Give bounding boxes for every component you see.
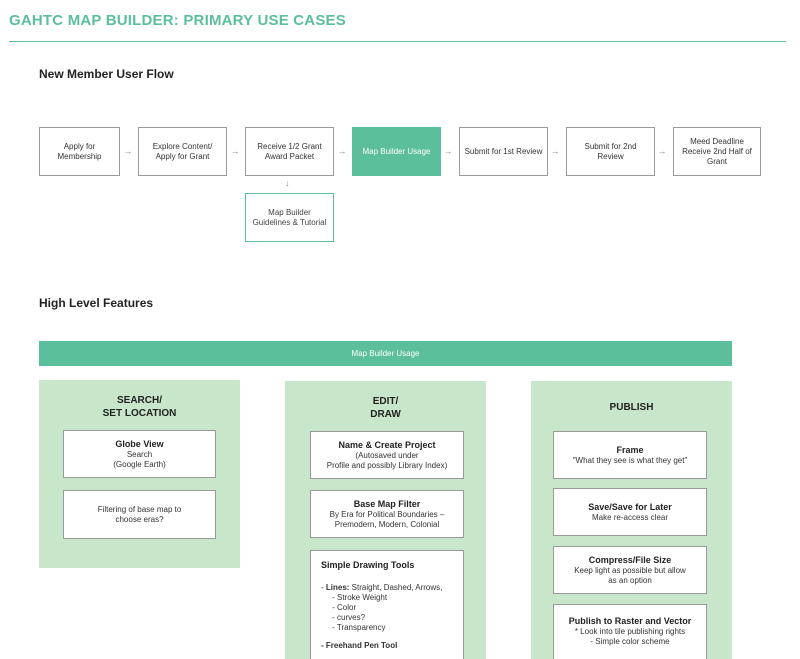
card-title: Globe View — [115, 439, 164, 449]
card-title: Simple Drawing Tools — [321, 560, 415, 570]
flow-step-receive-grant: Receive 1/2 Grant Award Packet — [245, 127, 334, 176]
card-line: - curves? — [321, 613, 366, 622]
card-line: - Lines: Straight, Dashed, Arrows, — [321, 583, 443, 592]
card-line: Make re-access clear — [591, 513, 669, 522]
card-line: Profile and possibly Library Index) — [326, 461, 448, 470]
card-base-map-filter: Base Map Filter By Era for Political Bou… — [310, 490, 464, 538]
card-line: as an option — [608, 576, 652, 585]
flow-step-explore-content: Explore Content/ Apply for Grant — [138, 127, 227, 176]
card-title: Compress/File Size — [588, 555, 672, 565]
flow-arrow: → — [443, 146, 453, 156]
card-line: Premodern, Modern, Colonial — [334, 520, 440, 529]
card-line: (Autosaved under — [355, 451, 419, 460]
flow-step-apply-membership: Apply for Membership — [39, 127, 120, 176]
flow-step-meet-deadline: Meed Deadline Receive 2nd Half of Grant — [673, 127, 761, 176]
card-line: By Era for Political Boundaries – — [329, 510, 445, 519]
card-line: Keep light as possible but allow — [574, 566, 686, 575]
card-title: Publish to Raster and Vector — [568, 616, 692, 626]
card-line: * Look into tile publishing rights — [574, 627, 686, 636]
card-line: Filtering of base map to — [97, 504, 182, 514]
card-publish-raster-vector: Publish to Raster and Vector * Look into… — [553, 604, 707, 659]
features-banner: Map Builder Usage — [39, 341, 732, 366]
card-line: - Simple color scheme — [590, 637, 670, 646]
card-line: - Stroke Weight — [321, 593, 388, 602]
flow-arrow: → — [337, 146, 347, 156]
card-line: - Freehand Pen Tool — [321, 641, 398, 650]
flow-arrow: → — [123, 146, 133, 156]
card-line: - Transparency — [321, 623, 386, 632]
card-title: Save/Save for Later — [588, 502, 672, 512]
card-frame: Frame "What they see is what they get" — [553, 431, 707, 479]
features-heading: High Level Features — [39, 296, 154, 310]
flow-step-submit-first-review: Submit for 1st Review — [459, 127, 548, 176]
card-title: Frame — [616, 445, 644, 455]
card-filter-base-map: Filtering of base map to choose eras? — [63, 490, 216, 539]
flow-arrow: → — [550, 146, 560, 156]
lines-keyword: Lines: — [325, 583, 350, 592]
card-name-create-project: Name & Create Project (Autosaved under P… — [310, 431, 464, 479]
panel-title: PUBLISH — [609, 402, 654, 413]
flow-step-submit-second-review: Submit for 2nd Review — [566, 127, 655, 176]
panel-title: SEARCH/ SET LOCATION — [102, 395, 177, 419]
card-title: Base Map Filter — [353, 499, 421, 509]
card-title: Name & Create Project — [338, 440, 436, 450]
card-line: choose eras? — [115, 514, 164, 524]
card-line: (Google Earth) — [113, 460, 166, 469]
card-globe-view: Globe View Search (Google Earth) — [63, 430, 216, 478]
card-compress-file-size: Compress/File Size Keep light as possibl… — [553, 546, 707, 594]
flow-arrow: → — [657, 146, 667, 156]
card-line: Search — [126, 450, 153, 459]
user-flow-heading: New Member User Flow — [39, 67, 174, 81]
panel-title: EDIT/ DRAW — [370, 396, 401, 420]
flow-arrow: → — [230, 146, 240, 156]
page-title: GAHTC MAP BUILDER: PRIMARY USE CASES — [9, 12, 346, 29]
card-save-for-later: Save/Save for Later Make re-access clear — [553, 488, 707, 536]
card-simple-drawing-tools: Simple Drawing Tools - Lines: Straight, … — [310, 550, 464, 659]
card-line: "What they see is what they get" — [572, 456, 688, 465]
flow-step-guidelines-tutorial: Map Builder Guidelines & Tutorial — [245, 193, 334, 242]
flow-step-map-builder-usage: Map Builder Usage — [352, 127, 441, 176]
card-line: - Color — [321, 603, 357, 612]
features-banner-label: Map Builder Usage — [351, 349, 420, 358]
title-divider — [9, 41, 786, 42]
flow-down-arrow: ↓ — [285, 178, 290, 188]
